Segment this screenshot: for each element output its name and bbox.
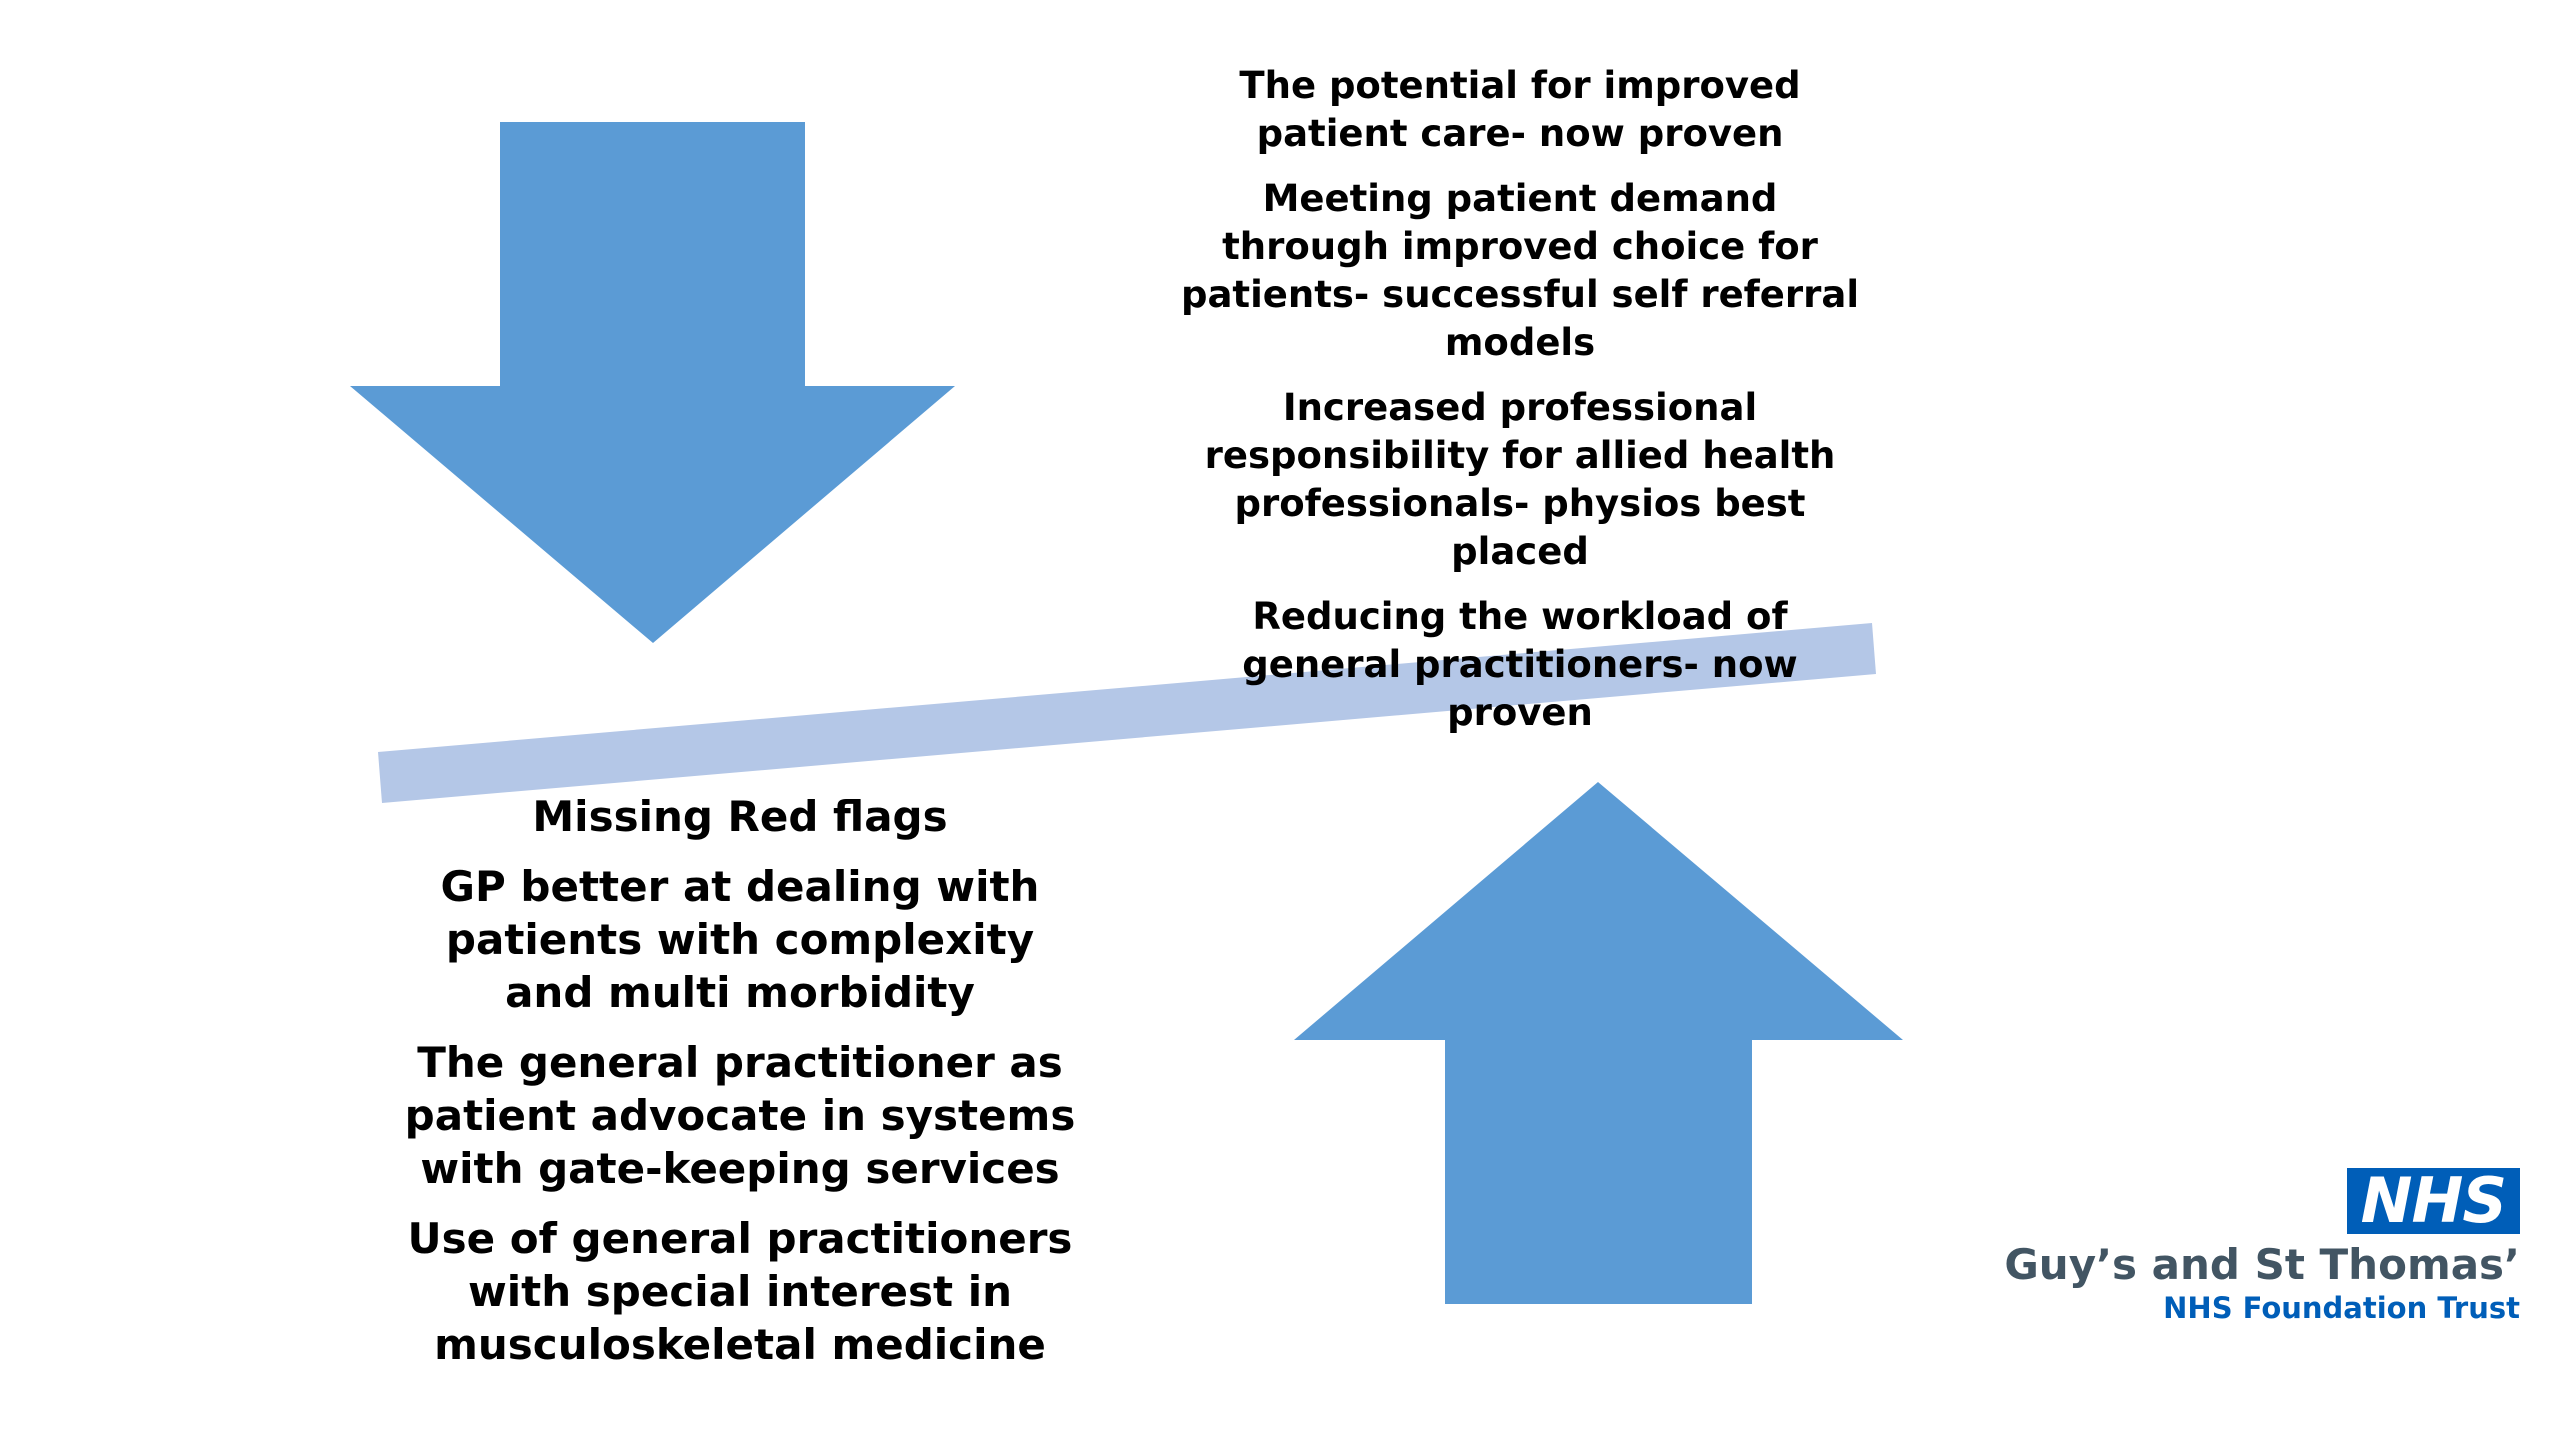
benefit-item: The potential for improved patient care-… xyxy=(1239,64,1801,155)
trust-subtitle: NHS Foundation Trust xyxy=(2163,1291,2520,1325)
nhs-trust-logo: NHS Guy’s and St Thomas’ NHS Foundation … xyxy=(1920,1168,2520,1326)
benefit-item: Meeting patient demand through improved … xyxy=(1180,177,1860,364)
concern-item: Use of general practitioners with specia… xyxy=(407,1214,1073,1369)
nhs-badge: NHS xyxy=(2346,1168,2520,1234)
up-arrow xyxy=(1294,782,1903,1304)
benefit-item: Reducing the workload of general practit… xyxy=(1242,595,1798,734)
benefit-item: Increased professional responsibility fo… xyxy=(1204,386,1836,573)
concern-item: The general practitioner as patient advo… xyxy=(404,1038,1076,1193)
concern-item: GP better at dealing with patients with … xyxy=(440,862,1040,1017)
down-arrow xyxy=(350,122,955,643)
trust-name: Guy’s and St Thomas’ xyxy=(2004,1240,2520,1289)
concern-item: Missing Red flags xyxy=(532,792,948,841)
balance-beam xyxy=(378,623,1876,803)
concerns-list: Missing Red flags GP better at dealing w… xyxy=(400,790,1080,1388)
benefits-list: The potential for improved patient care-… xyxy=(1180,62,1860,754)
